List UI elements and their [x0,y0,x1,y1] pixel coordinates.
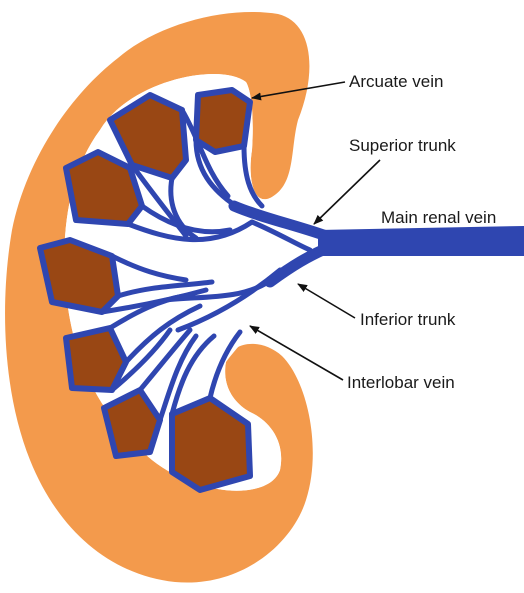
label-main-renal-vein: Main renal vein [381,209,496,226]
label-arcuate-vein: Arcuate vein [349,73,444,90]
label-interlobar-vein: Interlobar vein [347,374,455,391]
arrow-superior-trunk [314,160,380,224]
main-renal-vein [318,226,524,256]
pyramid-top-right [196,90,250,152]
label-inferior-trunk: Inferior trunk [360,311,455,328]
pyramid-middle [40,240,118,312]
pyramid-lower-mid [66,328,126,390]
arrow-inferior-trunk [298,284,355,318]
label-superior-trunk: Superior trunk [349,137,456,154]
